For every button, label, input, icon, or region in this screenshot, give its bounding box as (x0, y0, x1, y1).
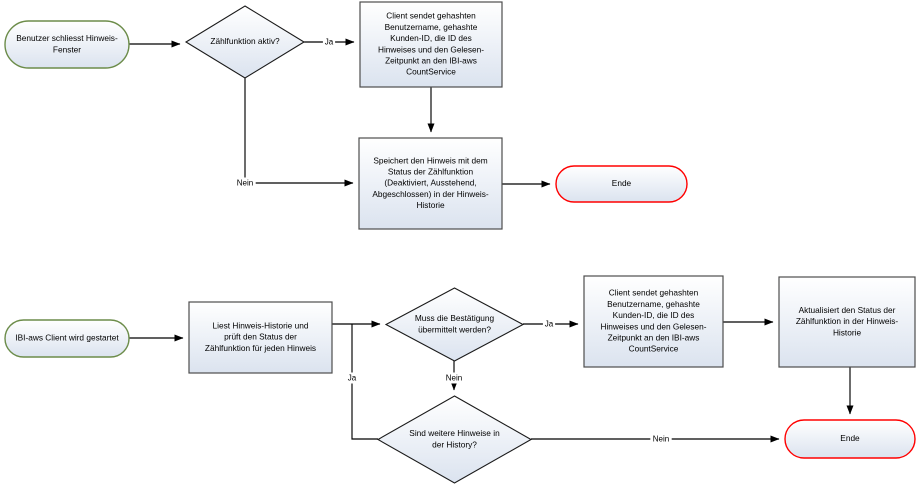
edge-label: Nein (237, 179, 253, 188)
nodes-layer: Benutzer schliesst Hinweis-FensterZählfu… (4, 1, 916, 484)
node-label: Speichert den Hinweis mit dem (373, 155, 487, 165)
node-start2[interactable]: IBI-aws Client wird gestartet (4, 319, 130, 358)
edge-label-backdrop (443, 372, 465, 384)
edge-line (351, 324, 378, 440)
node-label: Zählfunktion in der Hinweis- (796, 316, 899, 326)
node-shape-decision[interactable] (376, 395, 533, 484)
node-proc5[interactable]: Aktualisiert den Status derZählfunktion … (778, 276, 916, 368)
edge-label: Ja (325, 38, 334, 47)
node-label: Benutzername, gehashte (607, 299, 700, 309)
node-label: CountService (629, 344, 679, 354)
node-label: CountService (406, 67, 456, 77)
node-label: Ende (612, 178, 632, 188)
node-label: Historie (416, 200, 445, 210)
edge-label-backdrop (650, 433, 672, 445)
node-shape-process[interactable] (188, 301, 333, 374)
node-shape-start[interactable] (4, 20, 130, 69)
node-label: Zählfunktion für jeden Hinweis (205, 343, 316, 353)
node-shape-start[interactable] (4, 319, 130, 358)
node-label: Hinweises und den Gelesen- (600, 321, 706, 331)
node-label: Client sendet gehashten (609, 288, 699, 298)
node-shape-end[interactable] (784, 419, 916, 459)
edge-dec1-to-proc2: Nein (234, 78, 354, 189)
edge-label: Ja (545, 320, 554, 329)
node-label: IBI-aws Client wird gestartet (15, 333, 119, 343)
node-label: Fenster (53, 44, 81, 54)
node-label: Client sendet gehashten (386, 11, 476, 21)
node-end2[interactable]: Ende (784, 419, 916, 459)
node-label: Zeitpunkt an den IBI-aws (385, 55, 477, 65)
edge-label: Nein (653, 435, 669, 444)
node-label: Ende (840, 433, 860, 443)
edge-label: Ja (348, 374, 357, 383)
node-label: prüft den Status der (224, 332, 297, 342)
edge-dec2-to-dec3: Nein (443, 361, 465, 391)
node-end1[interactable]: Ende (555, 165, 688, 203)
node-dec1[interactable]: Zählfunktion aktiv? (184, 5, 306, 79)
edge-dec1-to-proc1: Ja (304, 36, 355, 48)
edge-label-backdrop (322, 36, 336, 48)
node-label: Benutzername, gehashte (385, 22, 478, 32)
node-label: Hinweises und den Gelesen- (378, 44, 484, 54)
edge-dec2-to-proc4: Ja (523, 318, 579, 330)
node-shape-process[interactable] (778, 276, 916, 368)
node-shape-decision[interactable] (384, 287, 525, 362)
node-label: Muss die Bestätigung (415, 313, 495, 323)
node-label: Benutzer schliesst Hinweis- (16, 33, 118, 43)
node-label: Zählfunktion aktiv? (210, 36, 280, 46)
node-label: Zeitpunkt an den IBI-aws (608, 332, 700, 342)
node-proc3[interactable]: Liest Hinweis-Historie und prüft den Stat… (188, 301, 333, 374)
node-label: Aktualisiert den Status der (799, 305, 896, 315)
node-label: Abgeschlossen) in der Hinweis- (372, 189, 488, 199)
edge-label: Nein (446, 374, 462, 383)
node-label: Sind weitere Hinweise in (409, 428, 500, 438)
node-shape-process[interactable] (359, 1, 503, 88)
node-label: (Deaktiviert, Ausstehend, (384, 178, 476, 188)
node-label: übermittelt werden? (418, 324, 491, 334)
node-label: Kunden-ID, die ID des (390, 33, 472, 43)
edge-line (244, 78, 354, 187)
node-label: Historie (833, 327, 862, 337)
edge-dec3-to-proc3: Ja (345, 324, 378, 440)
node-label: der History? (432, 439, 477, 449)
edge-dec3-to-end2: Nein (531, 433, 780, 445)
node-shape-process[interactable] (358, 137, 503, 230)
edge-label-backdrop (345, 372, 359, 384)
node-start1[interactable]: Benutzer schliesst Hinweis-Fenster (4, 20, 130, 69)
node-label: Status der Zählfunktion (388, 166, 474, 176)
edge-label-backdrop (542, 318, 556, 330)
edge-label-backdrop (234, 177, 256, 189)
node-shape-process[interactable] (583, 275, 724, 368)
node-label: Liest Hinweis-Historie und (213, 320, 309, 330)
node-shape-end[interactable] (555, 165, 688, 203)
node-label: Kunden-ID, die ID des (613, 310, 695, 320)
node-shape-decision[interactable] (184, 5, 306, 79)
